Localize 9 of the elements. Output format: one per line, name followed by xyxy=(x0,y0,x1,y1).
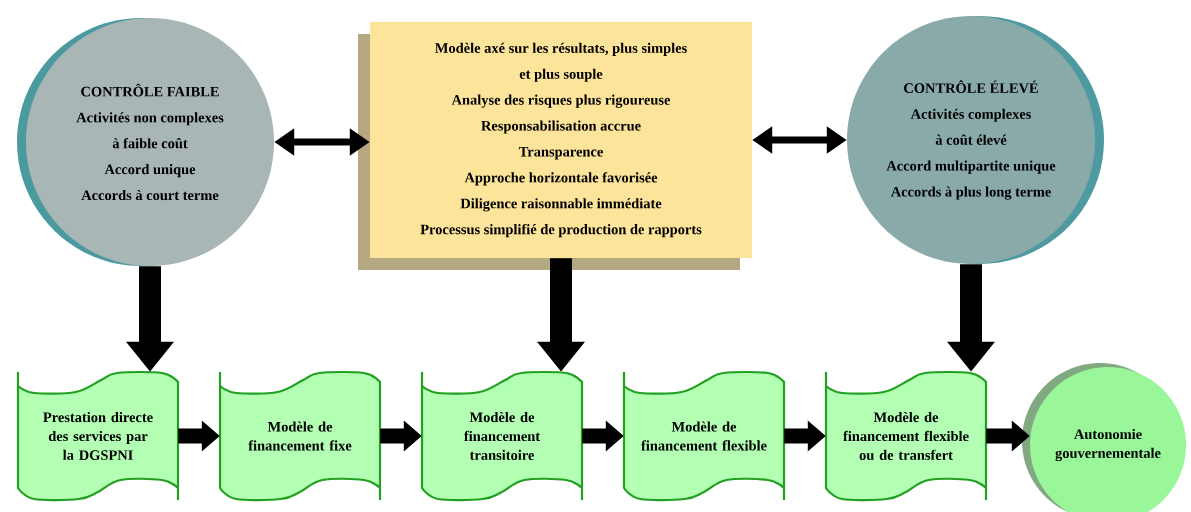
circle-node: Autonomie gouvernementale xyxy=(1022,363,1186,512)
circle-node: CONTRÔLE FAIBLE Activités non complexes à faible coût Accord unique Accords à court terme xyxy=(17,18,274,266)
banner-box: Modèle de financement flexible ou de transfert xyxy=(824,370,988,502)
banner-box: Modèle de financement transitoire xyxy=(420,370,584,502)
circle-node: CONTRÔLE ÉLEVÉ Activités complexes à coût élevé Accord multipartite unique Accords à plus long terme xyxy=(847,16,1104,264)
text-box: Modèle axé sur les résultats, plus simples et plus souple Analyse des risques plus rigoureuse Responsabilisation accrue Transparence Approche horizontale favorisée Diligence raisonnable immédiate Processus simplifié de production de rapports xyxy=(358,22,752,270)
banner-box: Modèle de financement flexible xyxy=(622,370,786,502)
banner-box: Modèle de financement fixe xyxy=(218,370,382,502)
banner-box: Prestation directe des services par la DGSPNI xyxy=(16,370,180,502)
